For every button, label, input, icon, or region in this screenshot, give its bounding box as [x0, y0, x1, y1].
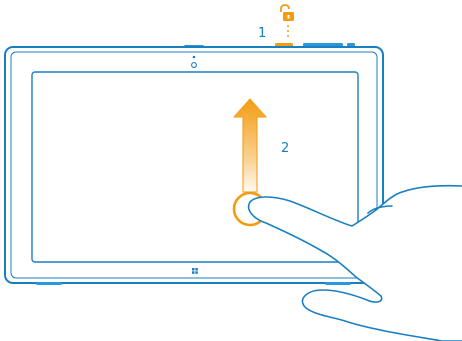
step-1-label: 1 [258, 26, 266, 41]
step-2-label: 2 [281, 141, 289, 156]
press-connector-dots [287, 25, 289, 37]
unlock-icon [281, 5, 294, 21]
step-1-indicator: 1 [258, 5, 294, 41]
bottom-key-right [325, 282, 351, 285]
bottom-key-left [36, 282, 62, 285]
